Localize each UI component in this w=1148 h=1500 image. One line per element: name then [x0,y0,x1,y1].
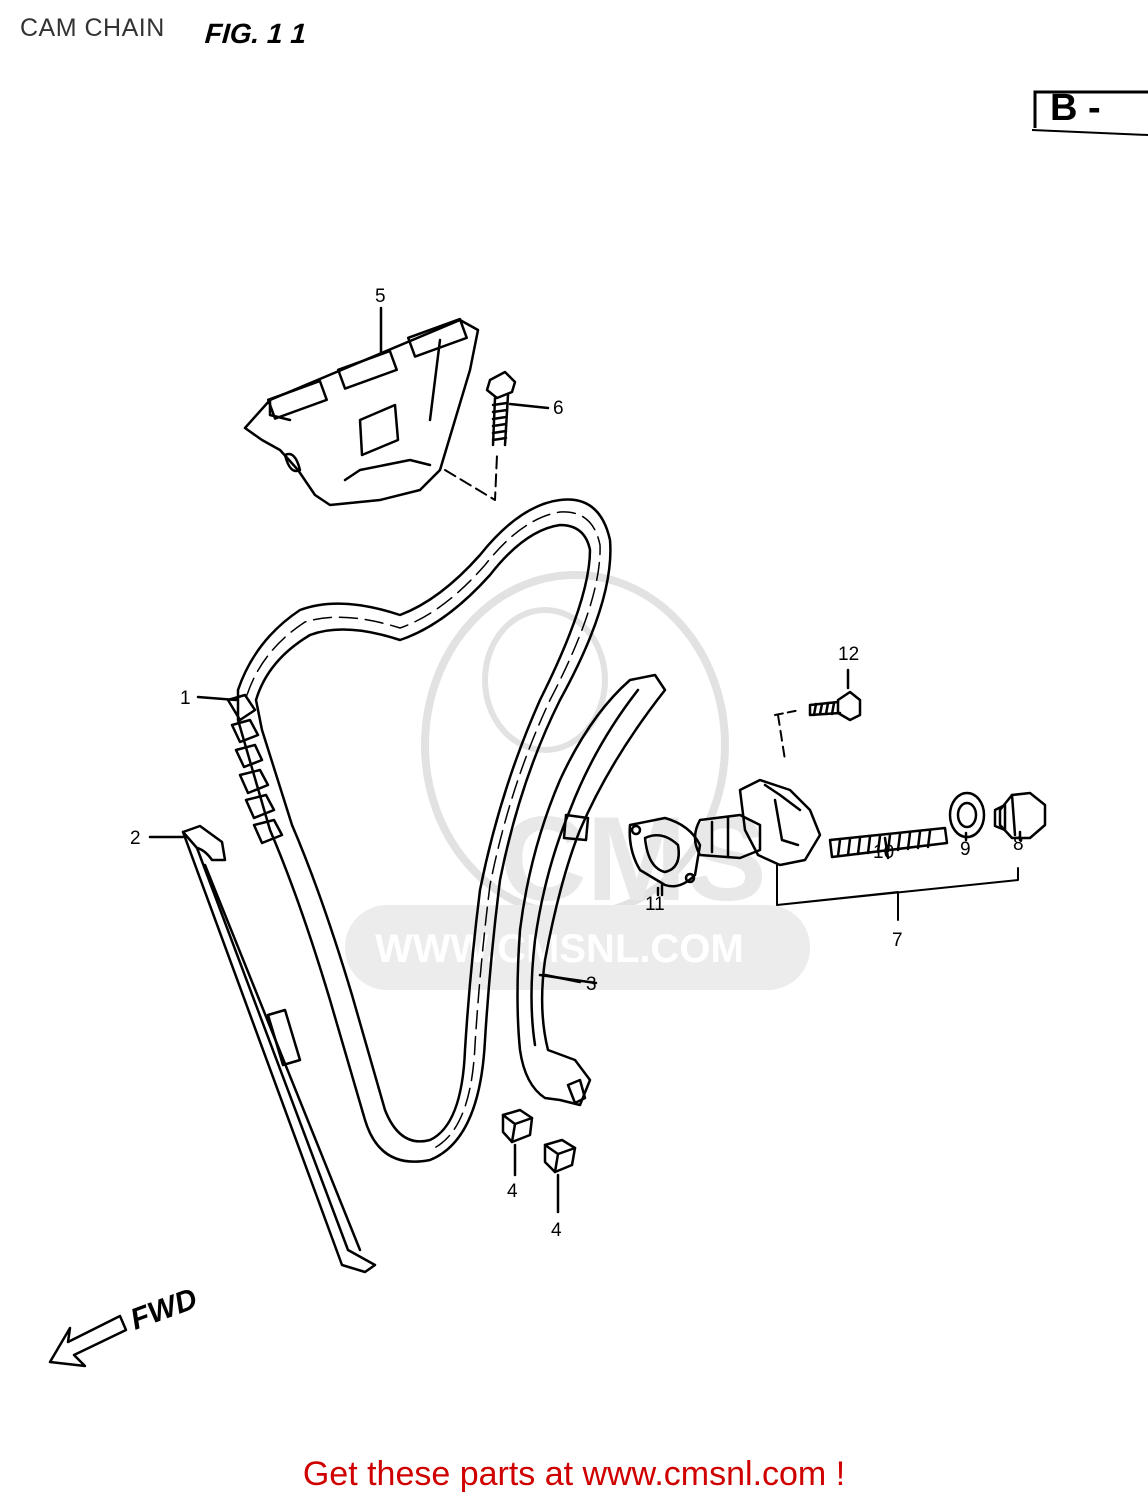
callout-4a: 4 [507,1181,518,1202]
callout-7: 7 [892,930,903,951]
rubber-damper-2 [543,1138,577,1214]
tensioner-gasket [628,816,702,897]
screw-leader-dashed [774,709,801,716]
callout-10: 10 [873,842,894,863]
callout-2: 2 [130,828,141,849]
rubber-damper-1 [501,1108,534,1177]
watermark: CMS WWW.CMSNL.COM [345,571,810,990]
callout-12: 12 [838,644,859,665]
section-tag: B - [1031,87,1148,136]
leader-1 [196,695,238,702]
chain-guide-left [181,824,377,1274]
section-tag-label: B - [1050,87,1101,129]
callout-3: 3 [586,974,597,995]
bolt-leader-dashed [444,454,498,501]
callout-4b: 4 [551,1220,562,1241]
fwd-arrow [48,1314,128,1368]
tensioner-washer [948,791,986,842]
fwd-label: FWD [126,1282,201,1336]
tensioner-body [693,778,822,867]
diagram-title: CAM CHAIN [20,14,165,42]
footer-cta: Get these parts at www.cmsnl.com ! [302,1455,846,1493]
tensioner-screw [808,668,862,722]
tensioner-cap-bolt [993,791,1047,842]
callout-11: 11 [645,894,665,915]
callout-6: 6 [553,398,564,419]
tensioner-assembly-bracket [776,864,1019,921]
callout-1: 1 [180,688,191,709]
bolt-guide [485,370,550,447]
watermark-url: WWW.CMSNL.COM [375,927,744,971]
callout-8: 8 [1013,834,1024,855]
tensioner-leader-dashed [777,714,786,761]
cam-chain [226,498,612,1163]
callout-5: 5 [375,286,386,307]
chain-guide-top [243,317,480,507]
callout-9: 9 [960,839,971,860]
leader-3 [543,973,582,984]
tensioner-spring [828,826,949,860]
